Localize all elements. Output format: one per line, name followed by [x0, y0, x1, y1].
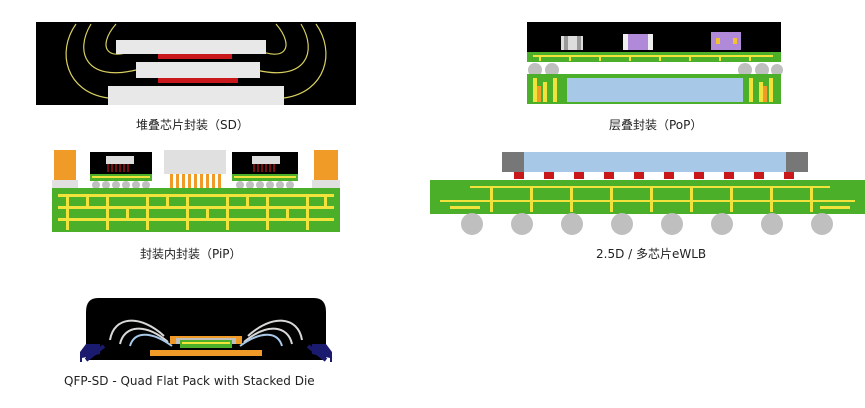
qfp-diagram: [80, 296, 332, 362]
pip-caption: 封装内封装（PiP）: [140, 247, 242, 261]
pip-diagram: [52, 150, 342, 234]
sd-caption: 堆叠芯片封装（SD）: [136, 118, 249, 132]
pop-caption: 层叠封装（PoP）: [609, 118, 703, 132]
pop-diagram: [525, 22, 783, 106]
sd-diagram: [36, 22, 356, 105]
qfp-caption: QFP-SD - Quad Flat Pack with Stacked Die: [64, 374, 315, 388]
ewlb-diagram: [430, 150, 865, 236]
ewlb-caption: 2.5D / 多芯片eWLB: [596, 247, 707, 261]
